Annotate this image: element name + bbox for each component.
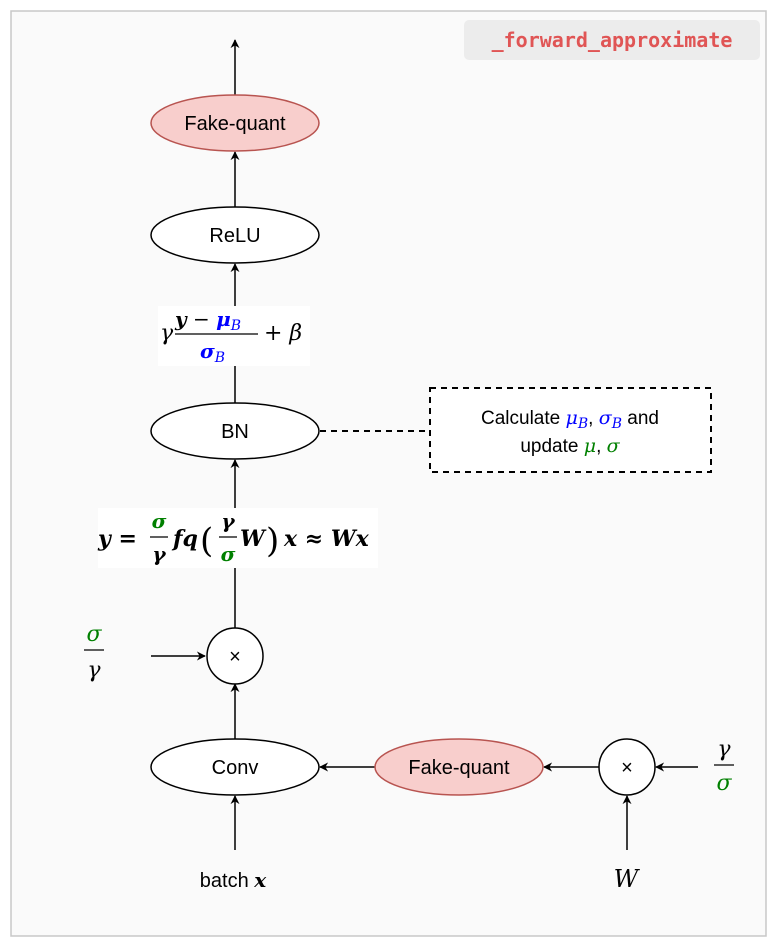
relu-label: ReLU <box>209 225 260 247</box>
formula-bn-output: γ y − μB σB + β <box>158 306 310 366</box>
svg-text:+ β: + β <box>264 321 302 346</box>
node-fake-quant-top: Fake-quant <box>150 94 320 152</box>
fake-quant-top-label: Fake-quant <box>184 113 286 135</box>
input-weight-label: W <box>614 865 641 893</box>
scale-sigma-over-gamma: σ γ <box>84 622 104 683</box>
svg-text:σ: σ <box>152 509 167 533</box>
svg-text:γ: γ <box>160 321 174 346</box>
fake-quant-weight-label: Fake-quant <box>408 757 510 779</box>
bn-label: BN <box>221 421 249 443</box>
svg-text:y − μB: y − μB <box>174 307 241 334</box>
svg-text:W: W <box>240 526 267 552</box>
node-fake-quant-weight: Fake-quant <box>374 738 544 796</box>
bn-note-line1: Calculate μB, σB and <box>481 407 659 432</box>
svg-text:σ: σ <box>86 622 102 647</box>
svg-text:): ) <box>266 521 279 561</box>
svg-text:γ: γ <box>717 737 731 762</box>
node-multiply-output: × <box>206 627 264 685</box>
node-multiply-weight: × <box>598 738 656 796</box>
svg-text:γ: γ <box>152 542 166 566</box>
svg-text:y =: y = <box>97 526 137 552</box>
node-bn: BN <box>150 402 320 460</box>
bn-note-line2: update μ, σ <box>520 435 620 457</box>
multiply-output-symbol: × <box>229 646 241 668</box>
multiply-weight-symbol: × <box>621 757 633 779</box>
svg-text:fq: fq <box>171 526 198 552</box>
title-badge <box>464 20 760 60</box>
svg-text:(: ( <box>200 521 213 561</box>
svg-text:γ: γ <box>87 658 101 683</box>
svg-text:x ≈ Wx: x ≈ Wx <box>283 526 370 552</box>
conv-label: Conv <box>212 757 259 779</box>
svg-text:σ: σ <box>221 542 236 566</box>
node-conv: Conv <box>150 738 320 796</box>
svg-text:σ: σ <box>716 771 732 796</box>
scale-gamma-over-sigma: γ σ <box>714 737 734 796</box>
title-text: _forward_approximate <box>492 28 733 52</box>
bn-note-box: Calculate μB, σB and update μ, σ <box>429 387 712 473</box>
input-batch-label: batch x <box>200 868 267 892</box>
svg-text:σB: σB <box>200 339 225 366</box>
formula-conv-output: y = σ γ fq ( γ σ W ) x ≈ Wx <box>97 508 378 568</box>
svg-text:γ: γ <box>221 509 235 533</box>
node-relu: ReLU <box>150 206 320 264</box>
diagram-frame <box>10 10 767 937</box>
